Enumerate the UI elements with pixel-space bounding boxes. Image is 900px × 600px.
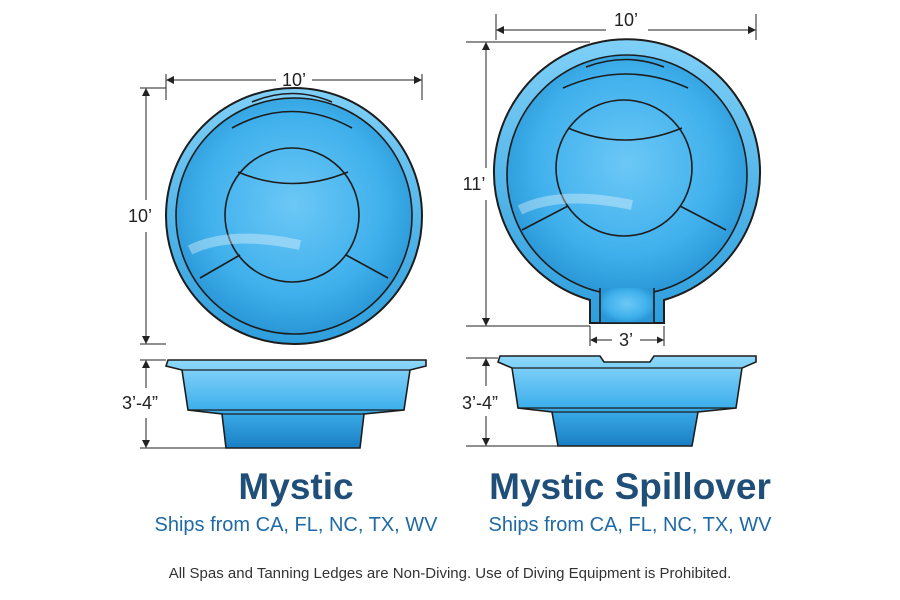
spillover-footwell (555, 99, 693, 237)
mystic-footwell (224, 147, 360, 283)
mystic-title: Mystic (238, 466, 354, 507)
mystic-seat-arc-2 (251, 92, 333, 103)
spillover-seat-arc-2 (585, 58, 665, 68)
mystic-footwell-arc (237, 171, 349, 185)
spillover-channel (599, 288, 655, 324)
mystic-seat-arc-1 (231, 110, 353, 129)
mystic-ships-from: Ships from CA, FL, NC, TX, WV (154, 514, 438, 536)
spillover-seat-arc-1 (562, 73, 689, 89)
mystic-width-dimension: 10’ (165, 70, 423, 100)
mystic-length-dimension: 10’ (128, 87, 166, 345)
spillover-side-body (497, 355, 757, 447)
mystic-depth-dimension: 3’-4” (122, 359, 226, 449)
spillover-depth-label: 3’-4” (462, 393, 498, 413)
spillover-seat-divider-right (679, 205, 727, 231)
spillover-depth-dimension: 3’-4” (462, 357, 558, 447)
mystic-depth-label: 3’-4” (122, 393, 158, 413)
spillover-highlight (517, 193, 634, 215)
mystic-top-view (165, 87, 423, 345)
mystic-seat-divider-left (199, 254, 241, 279)
spillover-top-view (493, 38, 761, 324)
spillover-spill-dimension: 3’ (589, 326, 665, 350)
mystic-length-label: 10’ (128, 206, 152, 226)
spillover-width-dimension: 10’ (495, 10, 757, 40)
non-diving-disclaimer: All Spas and Tanning Ledges are Non-Divi… (168, 565, 732, 582)
spillover-ships-from: Ships from CA, FL, NC, TX, WV (488, 514, 772, 536)
mystic-width-label: 10’ (282, 70, 306, 90)
mystic-seat-divider-right (345, 254, 389, 279)
spillover-basin (506, 54, 748, 296)
mystic-highlight (187, 233, 302, 255)
spillover-footwell-arc (567, 127, 683, 141)
spillover-seat-divider-left (521, 205, 569, 231)
mystic-side-body (164, 359, 427, 449)
spillover-spill-label: 3’ (619, 330, 633, 350)
spillover-width-label: 10’ (614, 10, 638, 30)
spillover-length-label: 11’ (463, 174, 486, 194)
spillover-side-view (497, 355, 757, 447)
mystic-basin (175, 97, 413, 335)
spillover-length-dimension: 11’ (463, 41, 590, 327)
spillover-title: Mystic Spillover (489, 466, 771, 507)
mystic-side-view (164, 359, 427, 449)
